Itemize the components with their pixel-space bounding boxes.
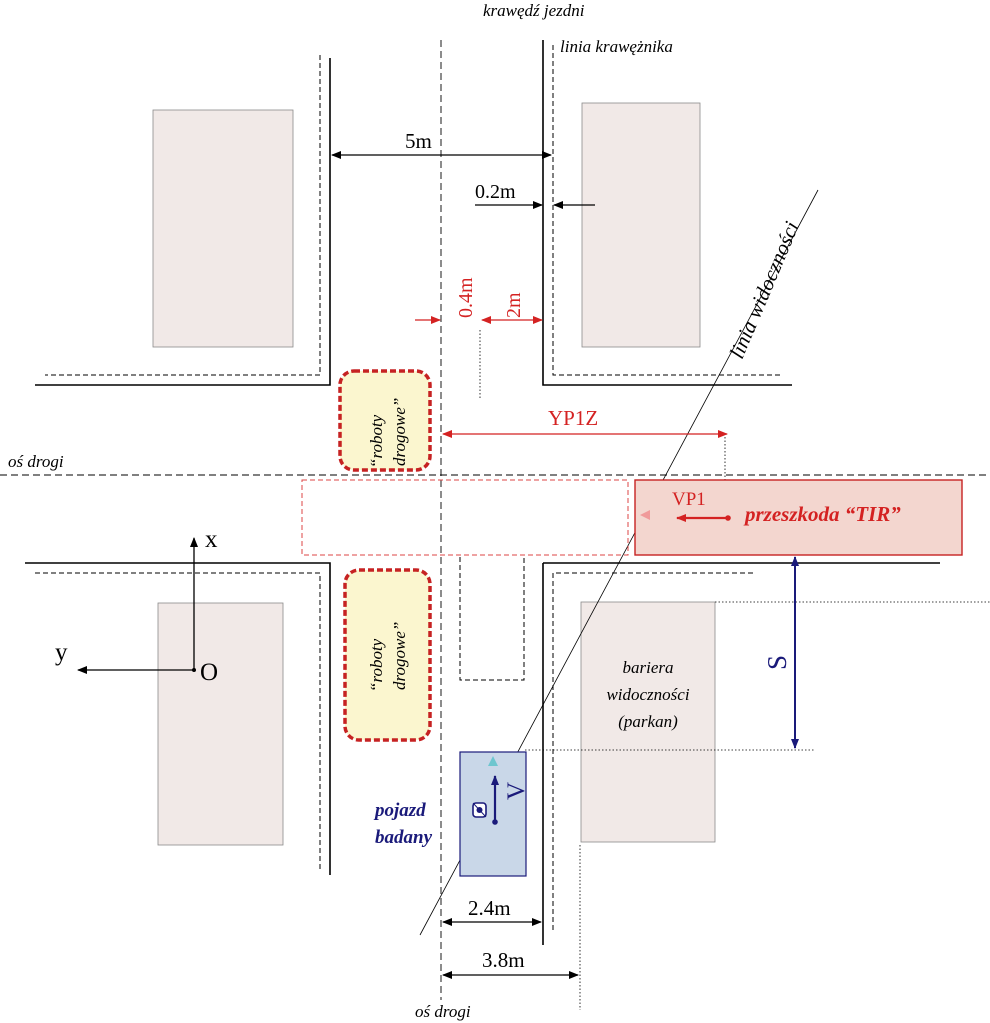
label-curb-line: linia krawężnika — [560, 37, 673, 56]
label-velocity-v: V — [503, 782, 530, 800]
visibility-barrier-fence — [580, 601, 716, 843]
roadworks-top — [338, 369, 432, 472]
obstacle-front-marker-icon — [640, 510, 650, 520]
label-road-axis-left: oś drogi — [8, 452, 64, 471]
building-top-left — [152, 109, 294, 348]
dim-5m-label: 5m — [405, 129, 432, 153]
roadworks-bottom-label-1: “roboty — [367, 638, 386, 692]
roadworks-bottom — [343, 568, 432, 742]
label-origin: O — [200, 659, 218, 686]
vehicle-origin-point — [492, 819, 498, 825]
label-line-of-sight: linia widoczności — [725, 218, 804, 362]
label-road-edge: krawędź jezdni — [483, 1, 585, 20]
dim-s-label: S — [762, 655, 792, 670]
label-obstacle-tir: przeszkoda “TIR” — [743, 502, 901, 526]
obstacle-previous-position — [301, 479, 629, 556]
roadworks-top-label-2: drogowe” — [390, 398, 409, 466]
label-tested-vehicle-1: pojazd — [373, 800, 426, 821]
label-vp1: VP1 — [672, 489, 706, 510]
vp1-origin-point — [725, 515, 731, 521]
building-bottom-left — [157, 602, 284, 846]
curb-lines — [35, 45, 780, 930]
vehicle-front-marker-icon — [488, 756, 498, 766]
dim-2m-label: 2m — [503, 292, 525, 318]
camera-icon — [472, 802, 487, 818]
dim-2-4m-label: 2.4m — [468, 896, 511, 920]
building-top-right — [581, 102, 701, 348]
roadworks-bottom-label-2: drogowe” — [390, 622, 409, 690]
dim-yp1z-label: YP1Z — [548, 406, 598, 430]
tested-vehicle — [459, 751, 527, 877]
label-road-axis-bottom: oś drogi — [415, 1002, 471, 1021]
label-axis-y: y — [55, 639, 68, 666]
label-tested-vehicle-2: badany — [375, 827, 433, 848]
label-barrier-2: widoczności — [606, 685, 689, 704]
label-barrier-1: bariera — [623, 658, 674, 677]
label-axis-x: x — [205, 526, 218, 553]
dim-0-4m-label: 0.4m — [455, 277, 477, 318]
roadworks-top-label-1: “roboty — [367, 414, 386, 468]
label-barrier-3: (parkan) — [618, 712, 678, 731]
dim-3-8m-label: 3.8m — [482, 948, 525, 972]
dim-0-2m-label: 0.2m — [475, 181, 516, 203]
dotted-helper-lines — [479, 330, 990, 1010]
origin-point — [192, 668, 196, 672]
